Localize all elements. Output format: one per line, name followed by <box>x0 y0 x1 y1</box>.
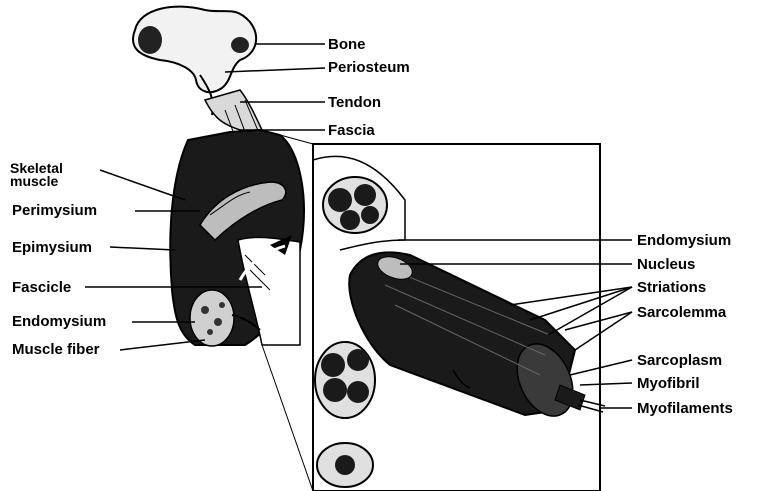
skeletal-muscle-illustration <box>170 130 304 346</box>
label-striations: Striations <box>637 280 706 295</box>
label-myofibril: Myofibril <box>637 376 700 391</box>
label-skeletal-muscle: Skeletal muscle <box>10 162 80 188</box>
label-endomysium-left: Endomysium <box>12 314 106 329</box>
label-endomysium-right: Endomysium <box>637 233 731 248</box>
label-bone: Bone <box>328 37 366 52</box>
label-perimysium: Perimysium <box>12 203 97 218</box>
label-tendon: Tendon <box>328 95 381 110</box>
inset-box <box>262 130 605 491</box>
label-fascia: Fascia <box>328 123 375 138</box>
label-myofilaments: Myofilaments <box>637 401 733 416</box>
label-nucleus: Nucleus <box>637 257 695 272</box>
label-epimysium: Epimysium <box>12 240 92 255</box>
label-sarcoplasm: Sarcoplasm <box>637 353 722 368</box>
label-sarcolemma: Sarcolemma <box>637 305 726 320</box>
label-fascicle: Fascicle <box>12 280 71 295</box>
label-periosteum: Periosteum <box>328 60 410 75</box>
label-muscle-fiber: Muscle fiber <box>12 342 100 357</box>
